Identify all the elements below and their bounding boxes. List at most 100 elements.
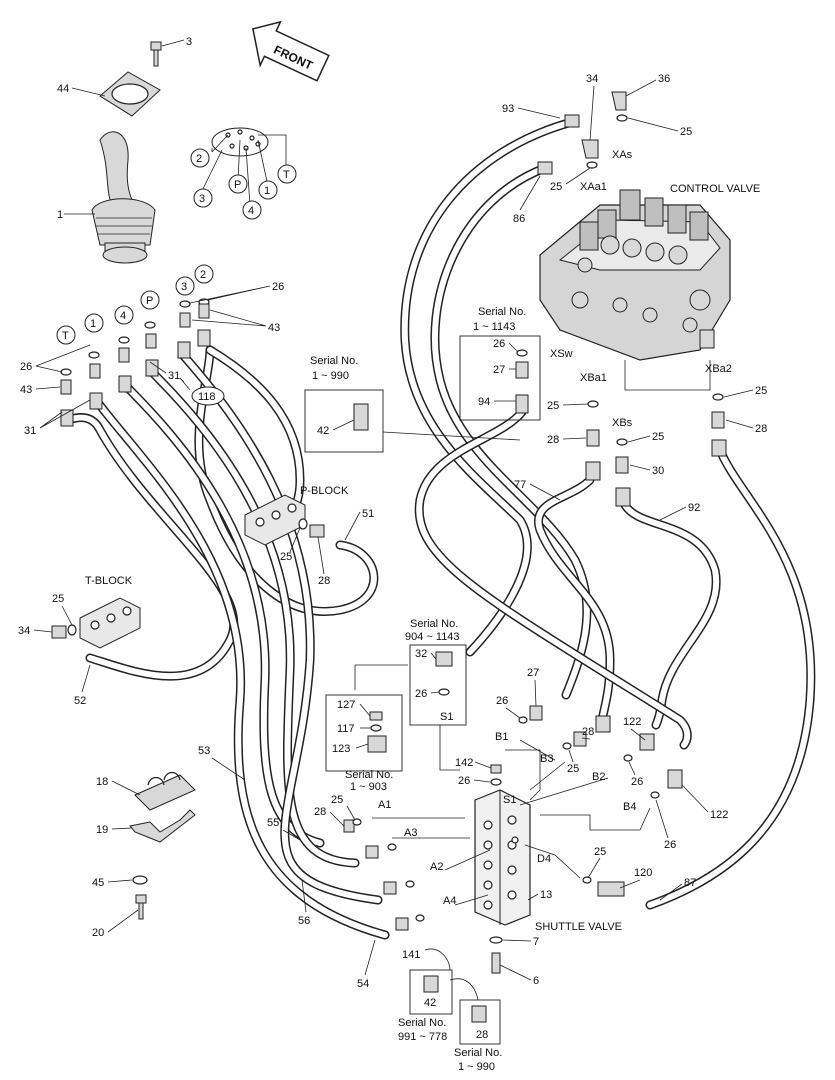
p-block bbox=[244, 494, 325, 546]
svg-text:26: 26 bbox=[496, 695, 508, 707]
joystick-boot bbox=[91, 198, 156, 246]
svg-text:3: 3 bbox=[186, 36, 192, 48]
svg-text:122: 122 bbox=[623, 716, 641, 728]
front-arrow: FRONT bbox=[252, 20, 330, 82]
svg-text:A1: A1 bbox=[378, 799, 391, 811]
svg-text:6: 6 bbox=[533, 975, 539, 987]
svg-text:Serial No.: Serial No. bbox=[454, 1047, 502, 1059]
svg-text:904 ~ 1143: 904 ~ 1143 bbox=[405, 631, 460, 643]
svg-text:1: 1 bbox=[57, 209, 63, 221]
svg-text:XSw: XSw bbox=[550, 348, 573, 360]
svg-text:A3: A3 bbox=[404, 827, 417, 839]
svg-text:32: 32 bbox=[415, 648, 427, 660]
svg-text:26: 26 bbox=[272, 281, 284, 293]
svg-text:B3: B3 bbox=[540, 753, 553, 765]
svg-text:B2: B2 bbox=[592, 771, 605, 783]
assembly-labels: CONTROL VALVE P-BLOCK T-BLOCK SHUTTLE VA… bbox=[85, 183, 760, 933]
svg-text:34: 34 bbox=[586, 73, 598, 85]
svg-text:25: 25 bbox=[547, 400, 559, 412]
svg-text:S1: S1 bbox=[440, 711, 453, 723]
svg-text:991 ~ 778: 991 ~ 778 bbox=[398, 1031, 447, 1043]
t-block bbox=[51, 597, 141, 649]
svg-text:Serial No.: Serial No. bbox=[345, 769, 393, 781]
svg-text:122: 122 bbox=[710, 809, 728, 821]
hose-87 bbox=[645, 445, 816, 910]
svg-text:93: 93 bbox=[502, 103, 514, 115]
svg-text:P: P bbox=[146, 295, 153, 307]
svg-text:B4: B4 bbox=[623, 801, 636, 813]
svg-text:127: 127 bbox=[337, 699, 355, 711]
svg-text:XAs: XAs bbox=[612, 149, 633, 161]
svg-text:43: 43 bbox=[268, 322, 280, 334]
svg-text:28: 28 bbox=[582, 726, 594, 738]
svg-text:55: 55 bbox=[267, 817, 279, 829]
svg-text:1 ~ 1143: 1 ~ 1143 bbox=[473, 321, 515, 333]
svg-text:XAa1: XAa1 bbox=[580, 181, 607, 193]
svg-text:1 ~ 903: 1 ~ 903 bbox=[350, 781, 387, 793]
svg-text:1 ~ 990: 1 ~ 990 bbox=[312, 370, 349, 382]
svg-text:92: 92 bbox=[688, 502, 700, 514]
serial-box-903 bbox=[325, 694, 403, 772]
svg-text:25: 25 bbox=[755, 385, 767, 397]
label-t-block: T-BLOCK bbox=[85, 575, 133, 587]
svg-text:1: 1 bbox=[90, 318, 96, 330]
svg-text:52: 52 bbox=[74, 695, 86, 707]
svg-text:20: 20 bbox=[92, 927, 104, 939]
svg-text:43: 43 bbox=[20, 384, 32, 396]
svg-text:D4: D4 bbox=[537, 853, 551, 865]
svg-text:1 ~ 990: 1 ~ 990 bbox=[458, 1061, 495, 1073]
svg-text:28: 28 bbox=[318, 575, 330, 587]
svg-text:42: 42 bbox=[317, 425, 329, 437]
svg-text:27: 27 bbox=[527, 667, 539, 679]
svg-text:26: 26 bbox=[631, 776, 643, 788]
svg-text:T: T bbox=[62, 330, 69, 342]
joystick-handle bbox=[99, 131, 133, 206]
svg-text:25: 25 bbox=[594, 846, 606, 858]
svg-text:45: 45 bbox=[92, 877, 104, 889]
svg-text:28: 28 bbox=[476, 1029, 488, 1041]
svg-text:44: 44 bbox=[57, 83, 69, 95]
svg-text:18: 18 bbox=[96, 776, 108, 788]
port-plate bbox=[199, 127, 287, 206]
svg-text:77: 77 bbox=[514, 479, 526, 491]
hose-51 bbox=[194, 345, 379, 616]
svg-text:56: 56 bbox=[298, 915, 310, 927]
svg-text:25: 25 bbox=[331, 794, 343, 806]
circled-ports-plate: 2 3 P 4 1 T bbox=[190, 148, 297, 220]
svg-text:141: 141 bbox=[402, 949, 420, 961]
svg-text:1: 1 bbox=[264, 185, 270, 197]
label-control-valve: CONTROL VALVE bbox=[670, 183, 760, 195]
part-number-labels: 3 44 1 26 43 26 43 31 31 93 34 36 25 25 … bbox=[18, 36, 767, 1041]
svg-text:3: 3 bbox=[181, 281, 187, 293]
svg-text:Serial No.: Serial No. bbox=[410, 618, 458, 630]
svg-text:S1: S1 bbox=[503, 794, 516, 806]
svg-text:25: 25 bbox=[550, 181, 562, 193]
control-valve bbox=[539, 189, 731, 391]
serial-box-1143 bbox=[459, 335, 541, 421]
svg-text:4: 4 bbox=[120, 310, 126, 322]
svg-text:2: 2 bbox=[196, 153, 202, 165]
circled-ports-mid: T 1 4 P bbox=[56, 290, 160, 345]
svg-text:30: 30 bbox=[652, 465, 664, 477]
svg-text:34: 34 bbox=[18, 625, 30, 637]
svg-text:3: 3 bbox=[199, 193, 205, 205]
svg-text:Serial No.: Serial No. bbox=[310, 355, 358, 367]
svg-text:A4: A4 bbox=[443, 895, 456, 907]
svg-text:XBa2: XBa2 bbox=[705, 363, 732, 375]
joystick-assembly bbox=[91, 41, 162, 264]
svg-text:A2: A2 bbox=[430, 861, 443, 873]
svg-text:Serial No.: Serial No. bbox=[478, 306, 526, 318]
label-p-block: P-BLOCK bbox=[300, 485, 349, 497]
svg-text:25: 25 bbox=[652, 431, 664, 443]
serial-box-990b bbox=[459, 999, 501, 1045]
circled-ports-upper: 3 2 bbox=[175, 264, 214, 296]
svg-text:26: 26 bbox=[20, 361, 32, 373]
svg-text:XBa1: XBa1 bbox=[580, 372, 607, 384]
serial-labels: Serial No. 1 ~ 990 Serial No. 1 ~ 1143 S… bbox=[310, 306, 526, 1073]
svg-text:123: 123 bbox=[332, 743, 350, 755]
svg-text:Serial No.: Serial No. bbox=[398, 1017, 446, 1029]
serial-box-778 bbox=[409, 969, 453, 1015]
svg-text:28: 28 bbox=[755, 423, 767, 435]
svg-text:117: 117 bbox=[337, 723, 355, 735]
